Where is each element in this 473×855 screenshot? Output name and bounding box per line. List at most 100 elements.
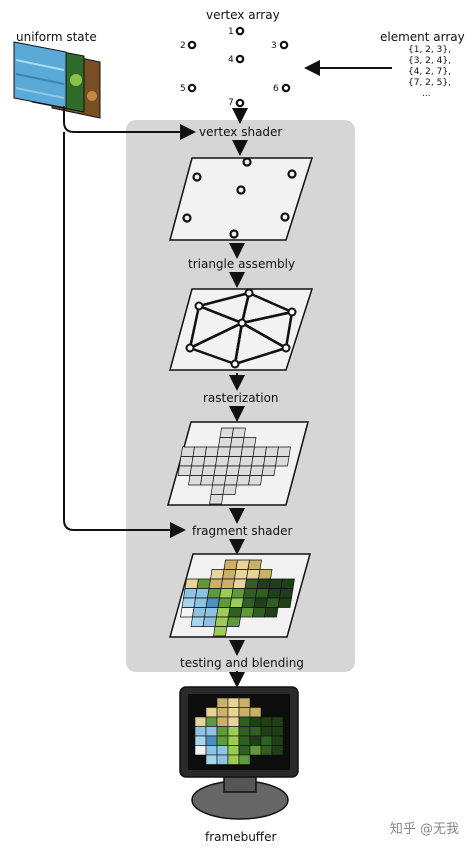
fragment-cell [205, 597, 220, 608]
screen-pixel [216, 697, 229, 708]
screen-pixel [238, 735, 251, 746]
flow-arrows [229, 108, 248, 688]
fragment-cell [220, 578, 235, 589]
vertex-point [281, 343, 291, 353]
fragment-cell [210, 569, 225, 580]
fragment-cell [247, 559, 262, 570]
raster-cell [213, 465, 228, 476]
screen-pixel [249, 735, 262, 746]
screen-pixel [194, 735, 207, 746]
stage-paper [169, 157, 314, 241]
raster-cell [251, 456, 266, 467]
fragment-cell [195, 588, 210, 599]
fragment-shader-label: fragment shader [192, 524, 293, 538]
screen-pixel [249, 745, 262, 756]
screen-pixel [271, 716, 284, 727]
fragment-cell [219, 588, 234, 599]
screen-pixel [194, 726, 207, 737]
fragment-cell [213, 626, 228, 637]
rasterization-label: rasterization [203, 391, 279, 405]
raster-cell [191, 456, 206, 467]
raster-cell [261, 465, 276, 476]
screen-pixel [216, 735, 229, 746]
fragment-cell [222, 569, 237, 580]
fragment-cell [180, 607, 195, 618]
vertex-array-label: vertex array [206, 8, 280, 22]
screen-pixel [260, 735, 273, 746]
vertex-point [281, 83, 291, 93]
fragment-cell [229, 597, 244, 608]
fragment-cell [183, 588, 198, 599]
fragment-cell [208, 578, 223, 589]
raster-cell [275, 456, 290, 467]
screen-pixel [194, 745, 207, 756]
raster-cell [201, 465, 216, 476]
vertex-shader-stage [169, 157, 314, 241]
fragment-cell [216, 607, 231, 618]
raster-cell [239, 456, 254, 467]
element-array-label: element array [380, 30, 465, 44]
screen-pixel [238, 716, 251, 727]
screen-pixel [238, 697, 251, 708]
testing-and-blending-label: testing and blending [180, 656, 304, 670]
raster-cell [180, 446, 195, 457]
fragment-cell [228, 607, 243, 618]
screen-pixel [271, 726, 284, 737]
raster-grid [177, 427, 291, 505]
vertex-number-6: 6 [273, 84, 279, 94]
screen-pixel [205, 707, 218, 718]
vertex-point [194, 301, 204, 311]
screen-pixel [205, 726, 218, 737]
raster-cell [237, 465, 252, 476]
fragment-cell [255, 588, 270, 599]
raster-cell [203, 456, 218, 467]
raster-cell [252, 446, 267, 457]
screen-pixel [238, 745, 251, 756]
vertex-number-7: 7 [228, 98, 234, 108]
raster-cell [222, 484, 237, 495]
raster-cell [209, 494, 224, 505]
fragment-cell [193, 597, 208, 608]
vertex-point [236, 185, 246, 195]
raster-cell [228, 446, 243, 457]
uniform-state-label: uniform state [16, 30, 97, 44]
uniform-connector [63, 106, 196, 140]
fragment-cell [214, 616, 229, 627]
fragment-cell [264, 607, 279, 618]
fragment-cell [196, 578, 211, 589]
screen-pixel [216, 707, 229, 718]
vertex-point [280, 212, 290, 222]
vertex-array-points [187, 26, 291, 108]
raster-cell [177, 465, 192, 476]
screen-pixel [249, 726, 262, 737]
fragment-cell [258, 569, 273, 580]
uniform-connector-fragment [63, 132, 186, 538]
element-array-list: {1, 2, 3}, {3, 2, 4}, {4, 2, 7}, {7, 2, … [408, 45, 451, 100]
framebuffer-monitor [179, 686, 299, 820]
raster-cell [240, 446, 255, 457]
vertex-point [279, 40, 289, 50]
fragment-cell [184, 578, 199, 589]
raster-cell [264, 446, 279, 457]
screen-pixel [205, 716, 218, 727]
vertex-point [242, 157, 252, 167]
screen-pixel [205, 735, 218, 746]
screen-pixel [260, 726, 273, 737]
vertex-number-3: 3 [271, 41, 277, 51]
vertex-point [229, 229, 239, 239]
vertex-point [192, 172, 202, 182]
raster-cell [227, 456, 242, 467]
vertex-point [235, 54, 245, 64]
raster-cell [230, 437, 245, 448]
fragment-shader-stage [169, 553, 311, 638]
screen-pixel [227, 707, 240, 718]
vertex-point [235, 98, 245, 108]
raster-cell [242, 437, 257, 448]
vertex-point [182, 213, 192, 223]
framebuffer-label: framebuffer [205, 830, 277, 844]
screen-pixel [271, 745, 284, 756]
fragment-cell [256, 578, 271, 589]
vertex-number-4: 4 [228, 55, 234, 65]
texture-card-front [13, 41, 67, 109]
triangle-assembly-stage [169, 288, 314, 371]
